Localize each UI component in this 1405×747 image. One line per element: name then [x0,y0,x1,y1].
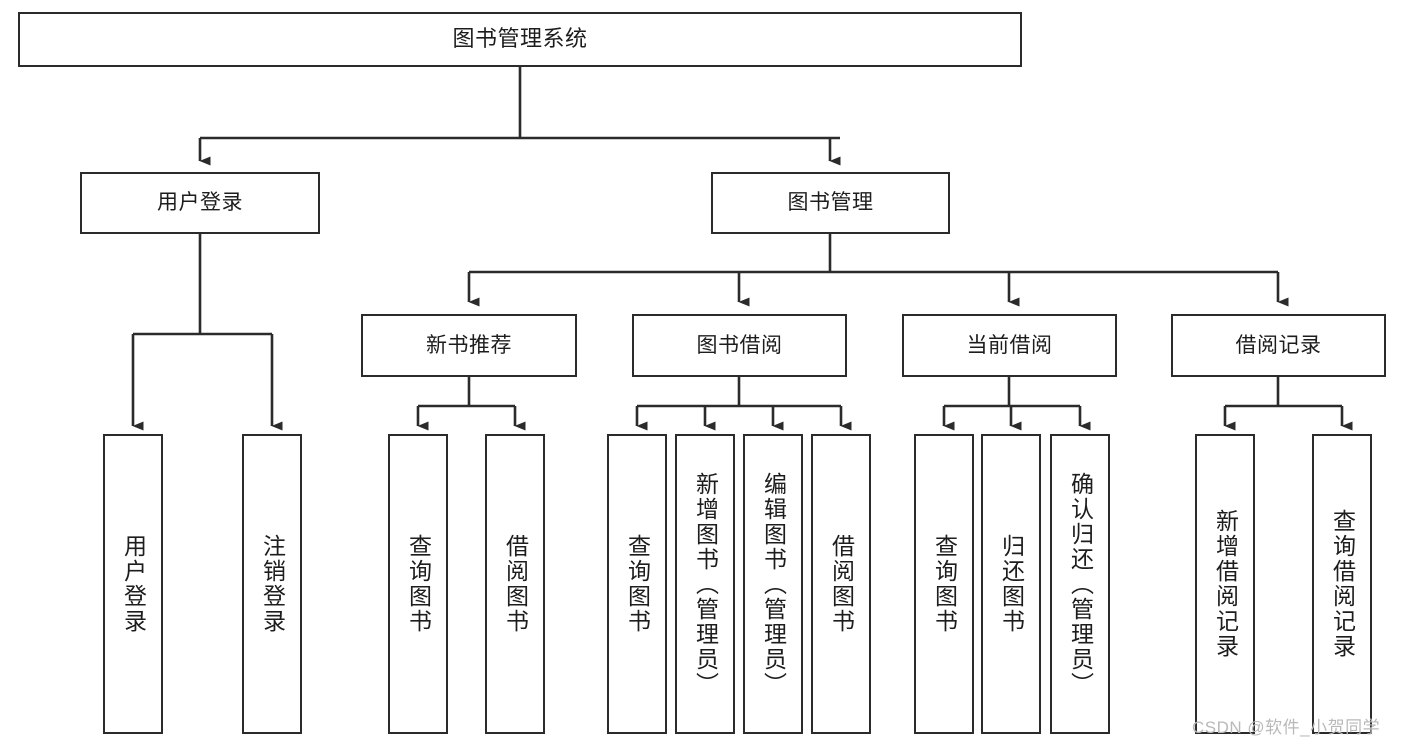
node-book-borrow[interactable]: 图书借阅 [632,314,847,377]
node-label: 查询图书 [405,534,432,634]
node-leaf-add-book[interactable]: 新增图书（管理员） [675,434,735,734]
node-label: 确认归还（管理员） [1067,471,1094,697]
node-label: 查询图书 [931,534,958,634]
node-label: 查询图书 [624,534,651,634]
node-borrow-record[interactable]: 借阅记录 [1171,314,1386,377]
node-label: 图书管理 [787,191,874,215]
node-label: 新增借阅记录 [1212,509,1239,659]
node-new-book-recommend[interactable]: 新书推荐 [361,314,577,377]
node-label: 图书借阅 [696,333,783,357]
node-label: 归还图书 [998,534,1025,634]
node-label: 当前借阅 [966,333,1053,357]
node-leaf-return-book[interactable]: 归还图书 [981,434,1041,734]
node-leaf-edit-book[interactable]: 编辑图书（管理员） [743,434,803,734]
node-leaf-query-borrow-record[interactable]: 查询借阅记录 [1312,434,1372,734]
node-leaf-logout-login[interactable]: 注销登录 [242,434,302,734]
node-label: 借阅记录 [1235,333,1322,357]
node-label: 借阅图书 [828,534,855,634]
node-leaf-borrow-book-2[interactable]: 借阅图书 [811,434,871,734]
node-leaf-borrow-book-1[interactable]: 借阅图书 [485,434,545,734]
node-label: 图书管理系统 [452,26,588,52]
node-leaf-add-borrow-record[interactable]: 新增借阅记录 [1195,434,1255,734]
node-root-system[interactable]: 图书管理系统 [18,12,1022,67]
node-label: 用户登录 [120,534,147,634]
node-label: 借阅图书 [502,534,529,634]
node-label: 新书推荐 [426,333,512,357]
node-leaf-confirm-return[interactable]: 确认归还（管理员） [1050,434,1110,734]
node-user-login[interactable]: 用户登录 [80,172,320,234]
node-book-management[interactable]: 图书管理 [711,172,950,234]
node-label: 用户登录 [157,191,243,215]
node-current-borrow[interactable]: 当前借阅 [902,314,1117,377]
node-leaf-query-book-2[interactable]: 查询图书 [607,434,667,734]
node-leaf-query-book-1[interactable]: 查询图书 [388,434,448,734]
csdn-watermark: CSDN @软件_小贺同学 [1192,718,1381,737]
node-label: 注销登录 [259,534,286,634]
node-leaf-user-login[interactable]: 用户登录 [103,434,163,734]
node-label: 编辑图书（管理员） [760,471,787,697]
node-label: 查询借阅记录 [1329,509,1356,659]
node-label: 新增图书（管理员） [692,471,719,697]
node-leaf-query-book-3[interactable]: 查询图书 [914,434,974,734]
